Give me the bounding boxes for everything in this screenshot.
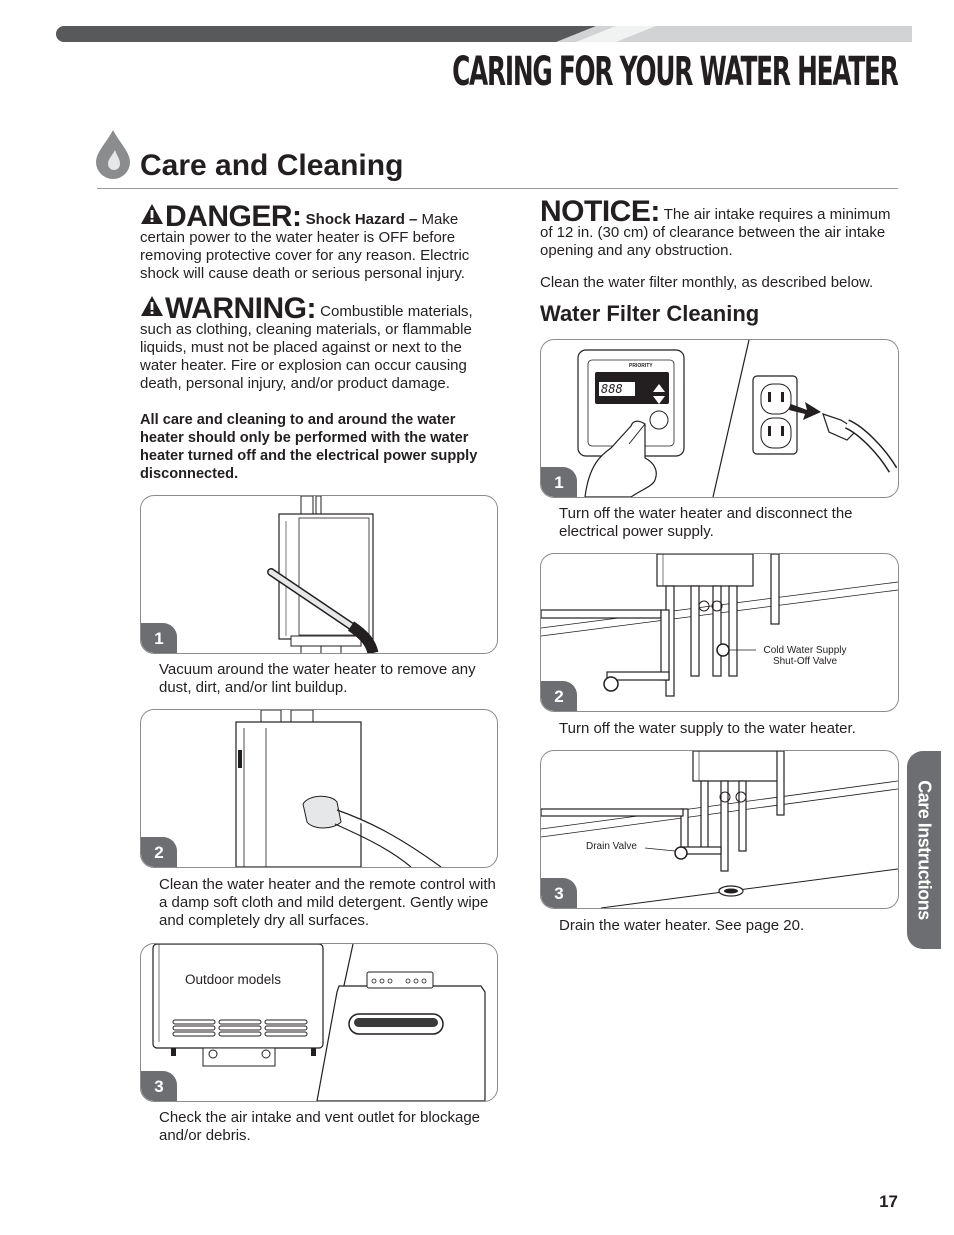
shutoff-valve-illustration (541, 554, 898, 697)
notice-word: NOTICE: (540, 195, 660, 228)
danger-lead: Shock Hazard – (305, 211, 418, 228)
right-step-2-illustration: Cold Water Supply Shut-Off Valve 2 (540, 553, 899, 712)
vacuum-heater-illustration (267, 496, 379, 653)
warning-triangle-icon (141, 204, 163, 224)
safety-note: All care and cleaning to and around the … (140, 412, 478, 482)
right-step-2-caption: Turn off the water supply to the water h… (559, 720, 856, 737)
remote-display: 888 (601, 382, 623, 396)
side-tab-care-instructions[interactable]: Care Instructions (907, 751, 941, 949)
left-step-3-illustration: Outdoor models 3 (140, 943, 498, 1102)
shutoff-valve-label-line2: Shut-Off Valve (772, 656, 838, 667)
drain-valve-label: Drain Valve (586, 841, 637, 852)
shutoff-valve-label: Cold Water Supply Shut-Off Valve (755, 645, 855, 667)
step-badge: 2 (141, 837, 177, 867)
remote-brand: PRIORITY (629, 363, 653, 369)
warning-triangle-icon (141, 296, 163, 316)
right-step-3-caption: Drain the water heater. See page 20. (559, 917, 805, 934)
outdoor-models-label: Outdoor models (185, 972, 282, 987)
danger-word: DANGER: (165, 200, 302, 233)
warning-block: WARNING: Combustible materials, such as … (140, 292, 498, 393)
warning-text: Combustible materials, such as clothing,… (140, 303, 473, 392)
left-step-2-caption: Clean the water heater and the remote co… (159, 876, 496, 929)
notice-text: The air intake requires a minimum of 12 … (540, 206, 891, 259)
warning-word: WARNING: (165, 292, 316, 325)
filter-note: Clean the water filter monthly, as descr… (540, 274, 874, 291)
remote-and-outlet-illustration (577, 340, 898, 497)
side-tab-label: Care Instructions (914, 780, 935, 920)
right-step-1-caption: Turn off the water heater and disconnect… (559, 505, 853, 540)
section-divider (97, 188, 898, 189)
danger-text: Make certain power to the water heater i… (140, 211, 470, 282)
wipe-heater-illustration (235, 710, 442, 867)
page-title: CARING FOR YOUR WATER HEATER (452, 49, 899, 95)
right-step-3-illustration: Drain Valve 3 (540, 750, 899, 909)
step-badge: 3 (541, 878, 577, 908)
left-step-1-illustration: 1 (140, 495, 498, 654)
danger-block: DANGER: Shock Hazard – Make certain powe… (140, 200, 498, 283)
step-badge: 3 (141, 1071, 177, 1101)
drain-valve-illustration (541, 751, 898, 908)
shutoff-valve-label-line1: Cold Water Supply (763, 645, 847, 656)
step-badge: 1 (541, 467, 577, 497)
right-step-1-illustration: PRIORITY 888 1 (540, 339, 899, 498)
section-title: Care and Cleaning (140, 149, 404, 182)
page-number: 17 (879, 1192, 898, 1211)
left-step-2-illustration: 2 (140, 709, 498, 868)
notice-block: NOTICE: The air intake requires a minimu… (540, 197, 900, 260)
subhead-water-filter: Water Filter Cleaning (540, 301, 760, 326)
step-badge: 2 (541, 681, 577, 711)
left-step-3-caption: Check the air intake and vent outlet for… (159, 1109, 481, 1144)
header-bar (56, 26, 912, 42)
air-intake-illustration (152, 944, 486, 1101)
water-drop-icon (96, 130, 130, 179)
left-step-1-caption: Vacuum around the water heater to remove… (159, 661, 476, 696)
step-badge: 1 (141, 623, 177, 653)
